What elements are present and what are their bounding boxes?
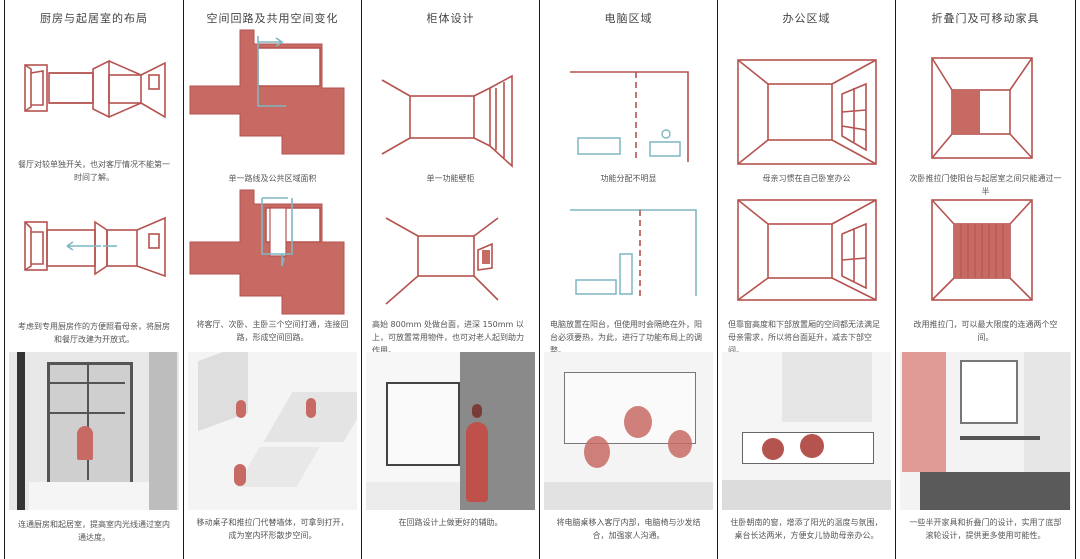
computer-plan-after [570, 209, 697, 296]
column-cabinet: 柜体设计 单一功能壁柜 高始 800mm 处做台面，进深 150mm 以上，可放… [362, 0, 540, 559]
caption-before: 餐厅对较单独开关，也对客厅情况不能第一时间了解。 [18, 160, 170, 182]
circulation-render-image [188, 352, 357, 510]
column-circulation: 空间回路及共用空间变化 单一路线及公共区域面积 将客厅、次卧、主卧三个空间打通，… [184, 0, 362, 559]
caption-render: 将电脑桌移入客厅内部，电脑椅与沙发结合，加强家人沟通。 [556, 518, 701, 540]
circulation-plan-after [189, 189, 345, 315]
caption-before: 单一路线及公共区域面积 [228, 174, 317, 183]
office-diagram-after [737, 199, 877, 301]
caption-render: 一些半开家具和折叠门的设计，实用了底部滚轮设计，提供更多使用可能性。 [909, 518, 1062, 540]
caption-after: 改用推拉门，可以最大限度的连通两个空间。 [913, 320, 1058, 342]
computer-plan-before [570, 71, 689, 162]
caption-before: 母亲习惯在自己卧室办公 [762, 174, 851, 183]
column-title: 柜体设计 [426, 12, 475, 25]
caption-before: 次卧推拉门使阳台与起居室之间只能通过一半 [909, 174, 1062, 196]
caption-render: 移动桌子和推拉门代替墙体，可拿到打开，成为室内环形散步空间。 [196, 518, 349, 540]
column-title: 空间回路及共用空间变化 [206, 12, 339, 25]
cabinet-render-image [366, 352, 535, 510]
computer-render-image [544, 352, 713, 510]
column-title: 办公区域 [782, 12, 831, 25]
caption-render: 在回路设计上做更好的辅助。 [398, 518, 503, 527]
column-title: 厨房与起居室的布局 [40, 12, 148, 25]
caption-after: 高始 800mm 处做台面，进深 150mm 以上，可放置常用物件，也可对老人起… [372, 320, 524, 355]
caption-before: 单一功能壁柜 [426, 174, 475, 183]
kitchen-diagram-after [24, 216, 166, 278]
circulation-plan-before [189, 29, 345, 155]
kitchen-diagram-before [24, 59, 166, 119]
column-title: 折叠门及可移动家具 [931, 12, 1040, 25]
caption-before: 功能分配不明显 [600, 174, 657, 183]
cabinet-diagram-before [381, 74, 513, 168]
office-render-image [722, 352, 891, 510]
caption-after: 将客厅、次卧、主卧三个空间打通，连接回路，形成空间回路。 [196, 320, 349, 342]
column-folding-door: 折叠门及可移动家具 次卧推拉门使阳台与起居室之间只能通过一半 [896, 0, 1076, 559]
door-diagram-before [931, 57, 1033, 159]
caption-after: 电脑放置在阳台，但使用时会隔绝在外，阳台必须要热，为此，进行了功能布局上的调整。 [550, 320, 702, 355]
column-kitchen-living: 厨房与起居室的布局 餐厅对较单独开关，也对客厅情况不能第一时间了解。 [4, 0, 184, 559]
door-render-image [900, 352, 1071, 510]
caption-render: 连通厨房和起居室，提高室内光线通过室内通达度。 [18, 520, 170, 542]
column-office-area: 办公区域 母亲习惯在自己卧室办公 但靠窗高度和下部放置厢的空间都无法满足母亲需求… [718, 0, 896, 559]
kitchen-render-image [9, 352, 179, 510]
door-diagram-after [931, 199, 1033, 301]
caption-after: 考虑到专用厨房作的方便照看母亲，将厨房和餐厅改建为开放式。 [18, 322, 170, 344]
office-diagram-before [737, 59, 877, 165]
cabinet-diagram-after [385, 217, 499, 305]
caption-render: 住卧朝南的窗，增添了阳光的温度与氛围，桌台长达两米，方便女儿协助母亲办公。 [730, 518, 883, 540]
caption-after: 但靠窗高度和下部放置厢的空间都无法满足母亲需求，所以将台面延升，减去下部空间。 [728, 320, 880, 355]
column-computer-area: 电脑区域 功能分配不明显 电脑放置在阳台，但使用时会隔绝在外，阳台必须要热，为此… [540, 0, 718, 559]
column-title: 电脑区域 [604, 12, 653, 25]
